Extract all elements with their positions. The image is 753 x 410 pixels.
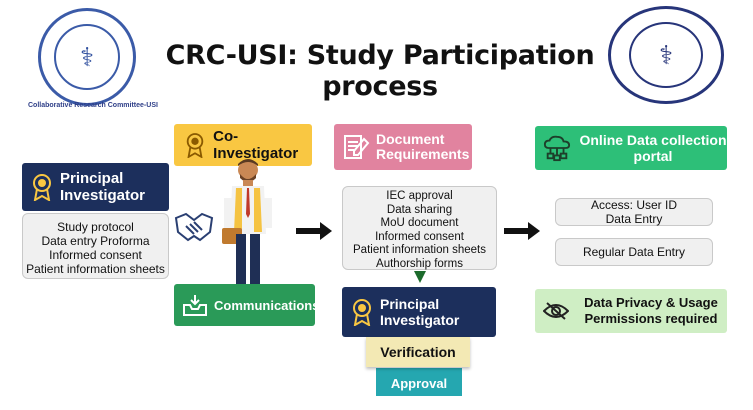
inbox-download-icon	[182, 291, 208, 319]
co-investigator-header: Co-Investigator	[174, 124, 312, 166]
document-pen-icon	[342, 133, 370, 161]
online-portal-header: Online Data collection portal	[535, 126, 727, 170]
flow-arrow	[504, 222, 540, 240]
verification-box: Verification	[366, 337, 470, 367]
regular-entry-box: Regular Data Entry	[555, 238, 713, 266]
principal-investigator-header: Principal Investigator	[22, 163, 169, 211]
data-privacy-label: Data Privacy & Usage Permissions require…	[584, 295, 718, 326]
list-item: Authorship forms	[376, 257, 463, 270]
flow-arrow	[296, 222, 332, 240]
approval-box: Approval	[376, 368, 462, 396]
access-box: Access: User ID Data Entry	[555, 198, 713, 226]
list-item: Informed consent	[375, 230, 464, 243]
eye-shield-icon	[543, 297, 569, 325]
list-item: IEC approval	[386, 190, 453, 202]
co-investigator-label: Co-Investigator	[213, 128, 299, 162]
award-ribbon-icon	[182, 131, 207, 159]
crc-usi-logo: ⚕	[38, 8, 136, 106]
cloud-network-icon	[543, 134, 571, 162]
page-title: CRC-USI: Study Participation process	[165, 40, 595, 102]
pi-verification-label: Principal Investigator	[380, 296, 460, 328]
online-portal-label: Online Data collection portal	[579, 132, 727, 164]
list-item: Access: User ID	[590, 198, 677, 212]
list-item: Patient information sheets	[26, 262, 165, 276]
document-requirements-header: Document Requirements	[334, 124, 472, 170]
logo-emblem-icon: ⚕	[54, 24, 120, 90]
list-item: Data entry Proforma	[41, 234, 150, 248]
pi-items-list: Study protocol Data entry Proforma Infor…	[22, 213, 169, 279]
usi-emblem-icon: ⚕	[629, 22, 703, 88]
list-item: Data sharing	[386, 203, 453, 216]
document-items-list: IEC approval Data sharing MoU document I…	[342, 186, 497, 270]
list-item: MoU document	[380, 217, 459, 229]
document-requirements-label: Document Requirements	[376, 131, 470, 162]
award-ribbon-icon	[30, 173, 54, 201]
pi-verification-header: Principal Investigator	[342, 287, 496, 337]
list-item: Patient information sheets	[353, 244, 486, 256]
award-ribbon-icon	[350, 298, 374, 326]
data-privacy-header: Data Privacy & Usage Permissions require…	[535, 289, 727, 333]
list-item: Data Entry	[605, 211, 663, 226]
down-arrow-icon	[414, 271, 426, 283]
list-item: Informed consent	[49, 248, 142, 262]
list-item: Study protocol	[57, 220, 134, 234]
investigator-illustration	[218, 158, 278, 303]
communications-header: Communications	[174, 284, 319, 326]
committee-caption: Collaborative Research Committee-USI	[28, 102, 158, 109]
communications-label: Communications	[214, 297, 320, 313]
handshake-icon	[174, 210, 214, 251]
principal-investigator-label: Principal Investigator	[60, 170, 146, 204]
usi-logo: ⚕	[608, 6, 724, 104]
